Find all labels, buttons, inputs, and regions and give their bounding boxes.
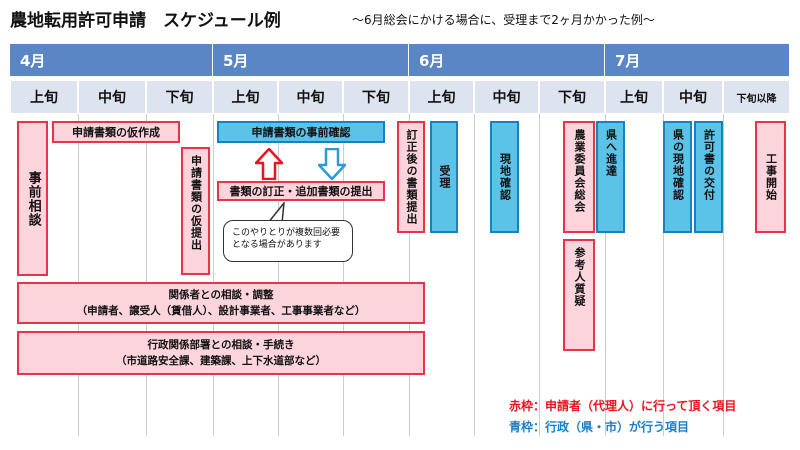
task-draft-application: 申請書類の仮作成: [52, 121, 180, 143]
task-corrected-submission: 訂正後の書類提出: [397, 121, 425, 233]
gridline: [663, 114, 664, 436]
task-site-inspection: 現地確認: [490, 121, 519, 233]
bar-stakeholder-consultation: 関係者との相談・調整 （申請者、譲受人（賃借人）、設計事業者、工事事業者など）: [17, 282, 425, 324]
callout-note: このやりとりが複数回必要となる場合があります: [223, 220, 353, 262]
gridline: [213, 114, 214, 436]
gridline: [146, 114, 147, 436]
bar-government-title: 行政関係部署との相談・手続き: [147, 338, 295, 351]
bar-government-consultation: 行政関係部署との相談・手続き （市道路安全課、建築課、上下水道部など）: [17, 331, 425, 375]
period-jun-mid: 中旬: [474, 80, 539, 114]
callout-pointer: [267, 202, 285, 224]
up-arrow-icon: [255, 148, 283, 180]
task-permit-issuance: 許可書の交付: [694, 121, 723, 233]
task-correction-additional-documents: 書類の訂正・追加書類の提出: [217, 181, 385, 201]
task-provisional-submission: 申請書類の仮提出: [181, 147, 210, 275]
gridline: [343, 114, 344, 436]
bar-government-detail: （市道路安全課、建築課、上下水道部など）: [116, 355, 326, 367]
period-may-mid: 中旬: [278, 80, 343, 114]
down-arrow-icon: [318, 148, 346, 180]
task-construction-start: 工事開始: [755, 121, 786, 233]
legend-applicant: 赤枠：申請者（代理人）に行って頂く項目: [509, 399, 737, 413]
gridline: [409, 114, 410, 436]
gridline: [278, 114, 279, 436]
task-agricultural-committee-meeting: 農業委員会総会: [563, 121, 595, 233]
month-header-july: 7月: [605, 44, 790, 76]
task-forward-to-prefecture: 県へ進達: [596, 121, 625, 233]
task-acceptance: 受理: [430, 121, 458, 233]
task-preliminary-consultation: 事前相談: [17, 121, 48, 276]
period-apr-early: 上旬: [10, 80, 78, 114]
month-header-may: 5月: [213, 44, 409, 76]
period-may-early: 上旬: [213, 80, 278, 114]
period-jul-mid: 中旬: [663, 80, 723, 114]
bar-stakeholder-title: 関係者との相談・調整: [168, 288, 274, 301]
task-witness-questioning: 参考人質疑: [563, 239, 595, 351]
period-apr-mid: 中旬: [78, 80, 146, 114]
bar-stakeholder-detail: （申請者、譲受人（賃借人）、設計事業者、工事事業者など）: [76, 305, 366, 317]
period-jun-late: 下旬: [539, 80, 605, 114]
gridline: [605, 114, 606, 436]
month-header-april: 4月: [10, 44, 213, 76]
task-pre-review: 申請書類の事前確認: [217, 121, 385, 143]
month-header-june: 6月: [409, 44, 605, 76]
period-jul-late-onward: 下旬以降: [723, 80, 790, 114]
period-jul-early: 上旬: [605, 80, 663, 114]
page-subtitle: ～6月総会にかける場合に、受理まで2ヶ月かかった例～: [352, 13, 655, 27]
task-prefecture-site-inspection: 県の現地確認: [663, 121, 692, 233]
gridline: [539, 114, 540, 436]
period-apr-late: 下旬: [146, 80, 213, 114]
page-title: 農地転用許可申請 スケジュール例: [10, 11, 281, 31]
gridline: [723, 114, 724, 436]
legend-government: 青枠：行政（県・市）が行う項目: [509, 420, 690, 434]
period-jun-early: 上旬: [409, 80, 474, 114]
gridline: [78, 114, 79, 436]
period-may-late: 下旬: [343, 80, 409, 114]
gridline: [474, 114, 475, 436]
